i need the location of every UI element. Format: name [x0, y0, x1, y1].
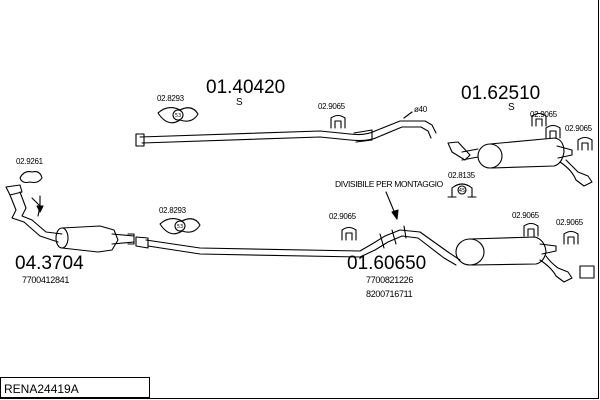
divisibile-note: DIVISIBILE PER MONTAGGIO [335, 179, 443, 189]
hanger-02-9065-g [563, 230, 579, 245]
clamp-badge-upper: 53 [175, 113, 181, 119]
rear-silencer-lower [455, 236, 595, 283]
hanger-02-9065-f [523, 222, 539, 237]
oem-number-lower-pipe-1: 7700821226 [366, 275, 414, 285]
clamp-02-8293-upper [157, 107, 199, 124]
label-clamp-upper: 02.8293 [157, 94, 184, 103]
divisibile-arrow-head [391, 209, 399, 220]
label-clamp-9261: 02.9261 [16, 157, 43, 166]
hanger-02-9065-b [341, 226, 357, 241]
part-number-lower-pipe: 01.60650 [347, 253, 427, 274]
oem-number-catalyst: 7700412841 [22, 275, 70, 285]
rear-silencer-upper [447, 137, 593, 187]
label-hanger-d: 02.9065 [565, 124, 592, 133]
part-number-upper-pipe: 01.40420 [206, 77, 286, 98]
diameter-leader [403, 111, 413, 119]
hanger-02-9065-a [330, 114, 346, 129]
oem-number-lower-pipe-2: 8200716711 [366, 289, 413, 299]
hanger-02-9065-e [577, 136, 593, 151]
mount-arrow-head [36, 205, 44, 213]
label-hanger-b: 02.9065 [329, 212, 356, 221]
label-clamp-lower: 02.8293 [159, 206, 186, 215]
hanger-02-9065-c [531, 112, 547, 127]
hanger-badge: 45 [459, 188, 465, 194]
hanger-02-9065-d [545, 124, 561, 139]
reference-code-box: RENA24419A [0, 377, 150, 398]
clamp-02-9261 [19, 171, 43, 184]
part-suffix-rear-silencer: S [508, 102, 515, 113]
label-hanger-e: 02.9065 [512, 211, 539, 220]
hanger-02-8135 [447, 183, 477, 198]
reference-code: RENA24419A [4, 382, 79, 396]
label-hanger-a: 02.9065 [318, 102, 345, 111]
label-hanger-f: 02.9065 [556, 218, 583, 227]
clamp-02-8293-lower [159, 218, 201, 235]
middle-pipe-lower [135, 225, 461, 266]
diameter-note: ø40 [414, 105, 427, 114]
label-hanger-8135: 02.8135 [448, 171, 475, 180]
part-number-rear-silencer: 01.62510 [461, 83, 541, 104]
clamp-badge-lower: 53 [177, 224, 183, 230]
part-suffix-upper-pipe: S [236, 97, 243, 108]
part-number-catalyst: 04.3704 [15, 253, 84, 274]
label-hanger-c: 02.9065 [530, 110, 557, 119]
middle-pipe-upper [135, 120, 437, 147]
